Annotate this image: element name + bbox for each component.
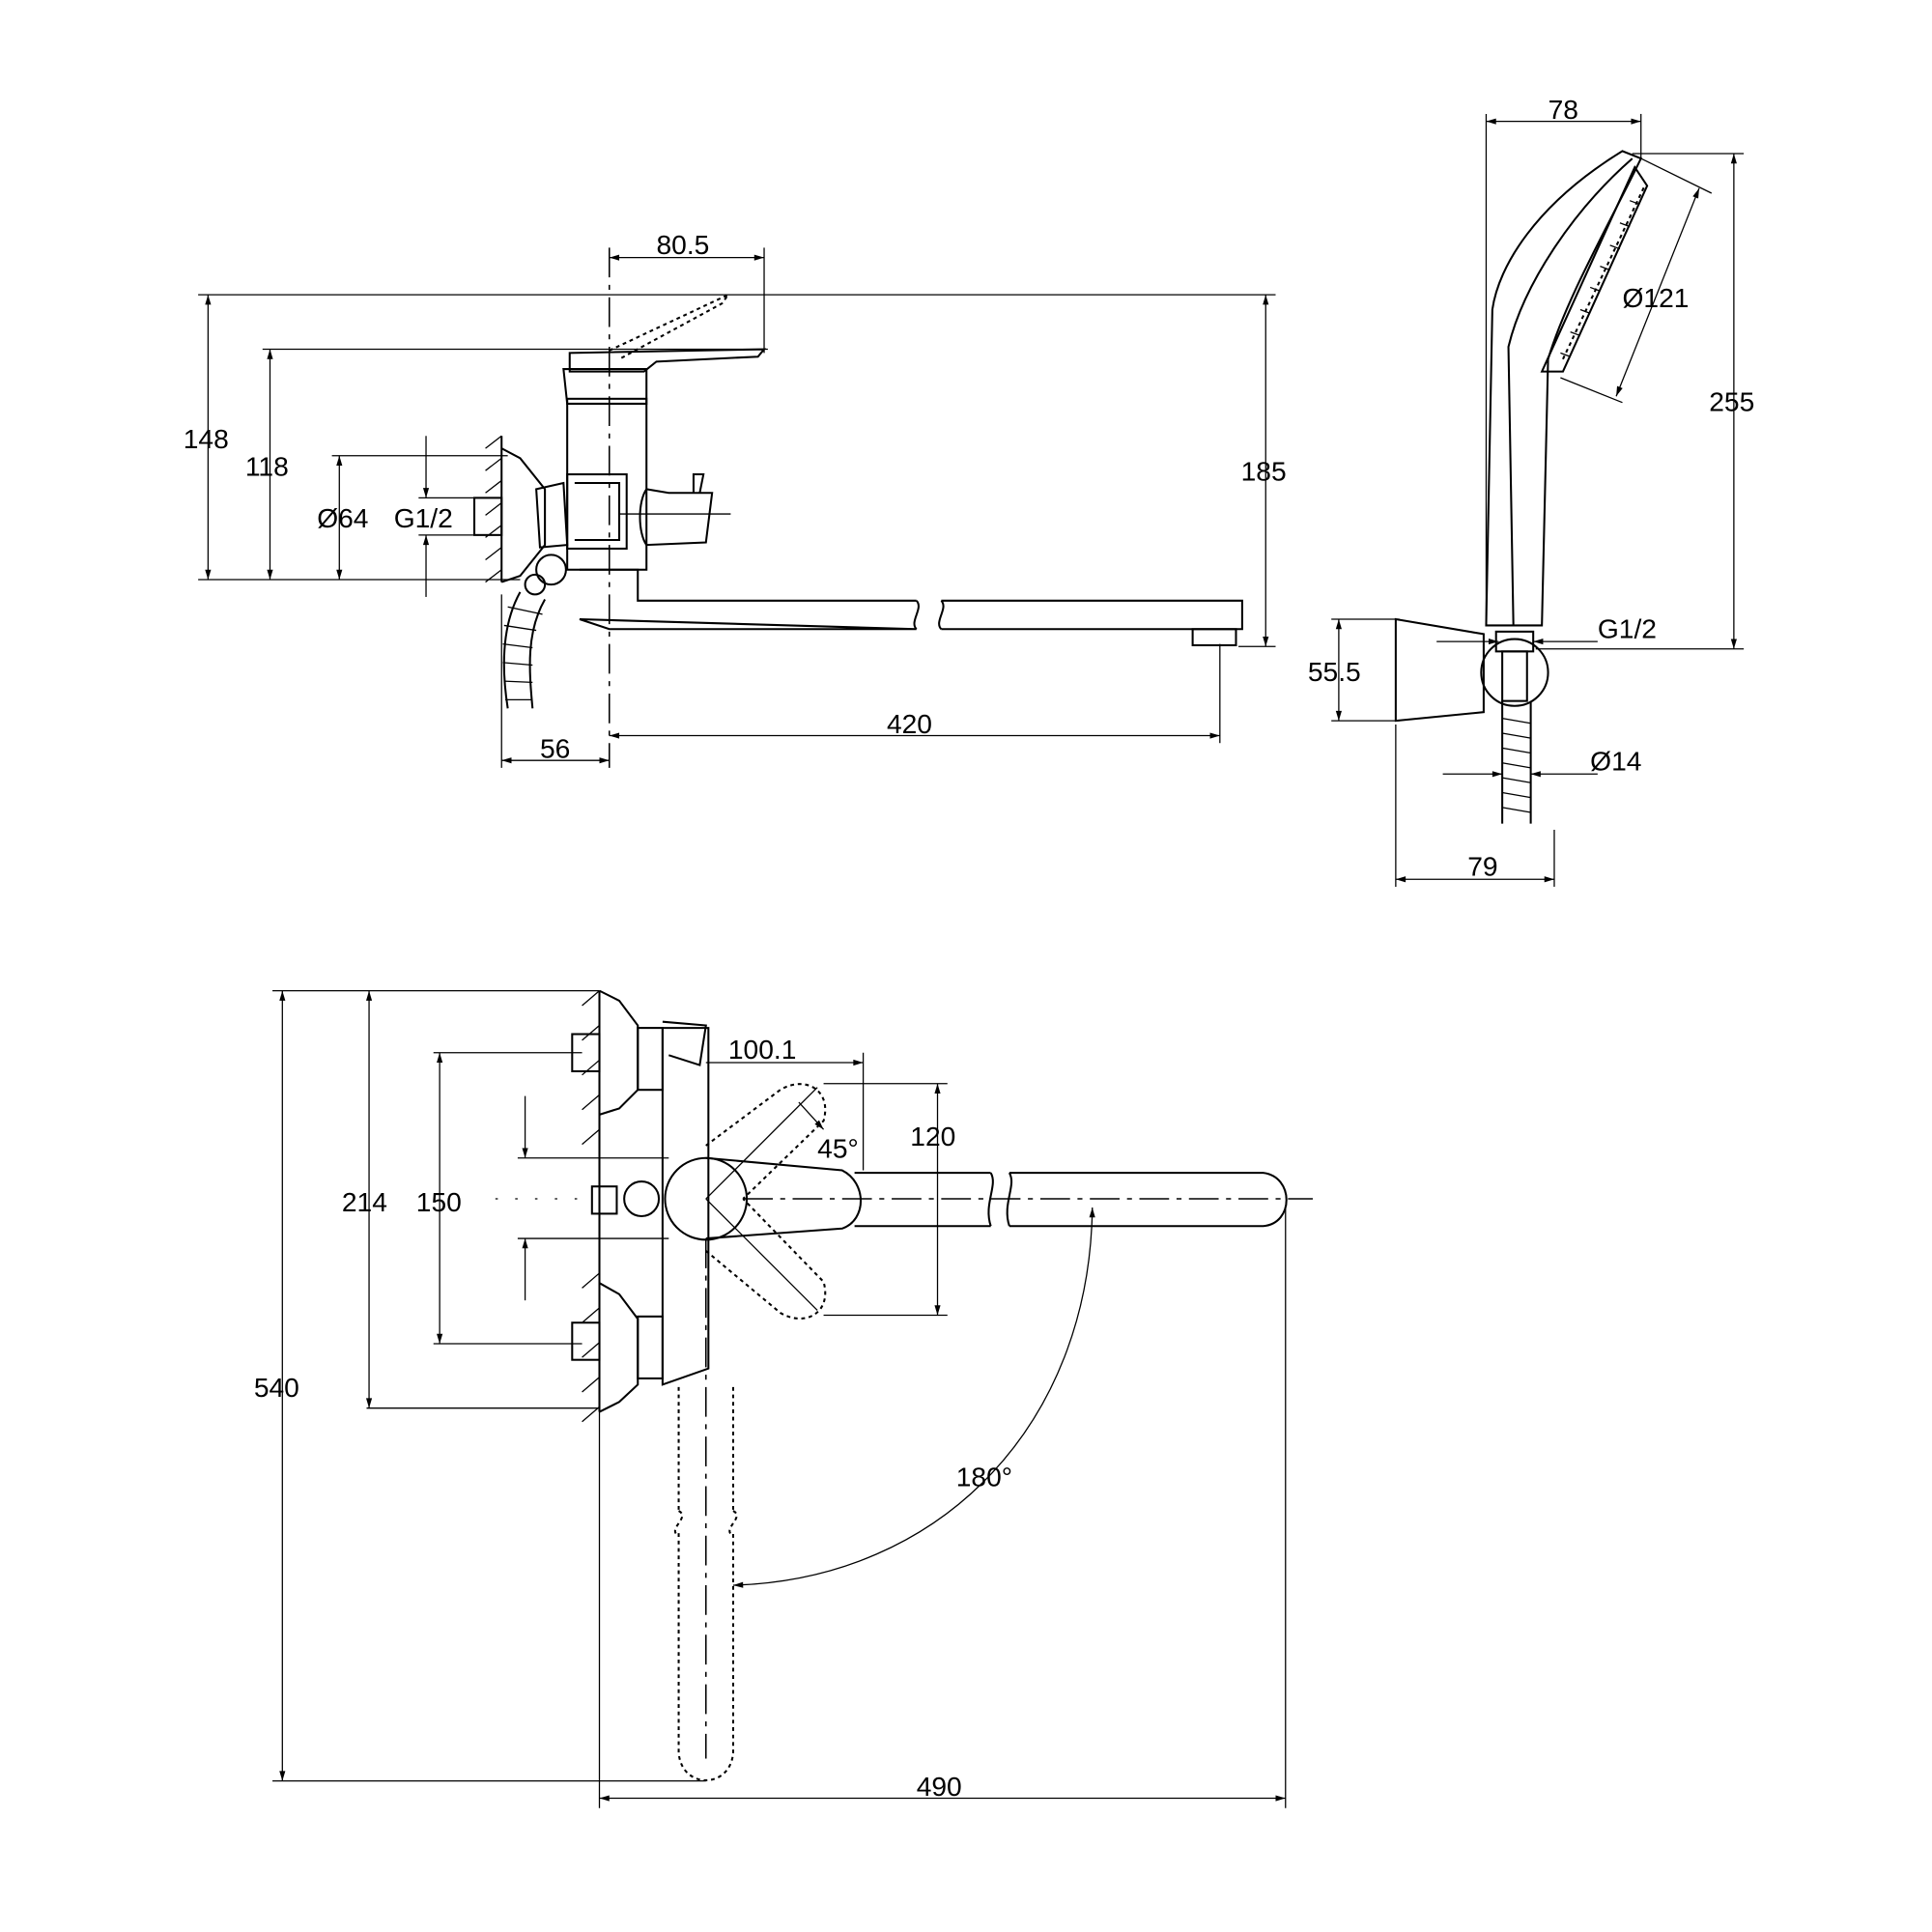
wall-hatch [485, 435, 503, 583]
dim-handle-swing: 120 [910, 1121, 955, 1151]
body-hex [566, 473, 628, 550]
aerator [1191, 628, 1237, 646]
dim-wall-offset: 56 [540, 733, 570, 764]
dim-handle-travel: 80.5 [656, 229, 709, 260]
dimension-lines [198, 247, 1276, 768]
wall-hatch [582, 990, 601, 1423]
union-nut [535, 481, 569, 549]
dim-escutcheon-span: 214 [342, 1186, 387, 1217]
mixer-body [566, 397, 648, 571]
handle-swing-up [705, 1083, 827, 1200]
dim-escutcheon-diameter: Ø64 [317, 502, 368, 533]
spout [579, 568, 1243, 631]
dim-head-diameter: Ø121 [1622, 282, 1689, 313]
dim-handle-reach: 100.1 [728, 1034, 797, 1065]
dim-shower-width: 78 [1548, 94, 1578, 125]
dimension-lines [272, 990, 1287, 1808]
shower-holder [1394, 617, 1485, 723]
handle-raised [609, 292, 731, 360]
dim-swing-span: 540 [254, 1372, 299, 1403]
diverter [639, 473, 714, 547]
dim-inlet-centers: 150 [416, 1186, 462, 1217]
dim-shower-thread: G1/2 [1598, 612, 1657, 643]
dim-handle-angle: 45° [817, 1133, 859, 1164]
mixer-body [661, 1027, 710, 1386]
hand-shower-view: 78 Ø121 255 G1/2 55.5 Ø14 79 [1308, 94, 1754, 887]
dim-spout-rotation: 180° [956, 1461, 1012, 1492]
hose [1501, 700, 1532, 824]
dim-handle-height: 118 [245, 450, 289, 481]
upper-escutcheon [599, 989, 639, 1116]
dim-inlet-thread: G1/2 [394, 502, 453, 533]
dim-total-height: 148 [184, 423, 229, 454]
rotation-arc [732, 1207, 1095, 1588]
lower-escutcheon [599, 1282, 639, 1413]
dim-spout-height: 185 [1241, 455, 1287, 486]
escutcheon [500, 447, 547, 583]
dim-holder-depth: 79 [1467, 850, 1497, 881]
dim-overall-length: 490 [917, 1771, 962, 1802]
dim-holder-height: 55.5 [1308, 656, 1361, 687]
cartridge [562, 368, 648, 405]
shower-hose [502, 591, 546, 709]
top-view: 100.1 45° 120 214 150 540 180° 490 [254, 989, 1313, 1808]
dim-hose-diameter: Ø14 [1590, 745, 1641, 776]
dim-spout-length: 420 [887, 708, 932, 739]
dimension-lines [1331, 113, 1745, 887]
inlet-pipe [473, 497, 503, 536]
dim-shower-length: 255 [1709, 386, 1754, 417]
shower-head-face [1540, 164, 1649, 373]
holder-swivel [1480, 638, 1549, 707]
side-view: 80.5 148 118 Ø64 G1/2 185 56 420 [184, 229, 1287, 768]
